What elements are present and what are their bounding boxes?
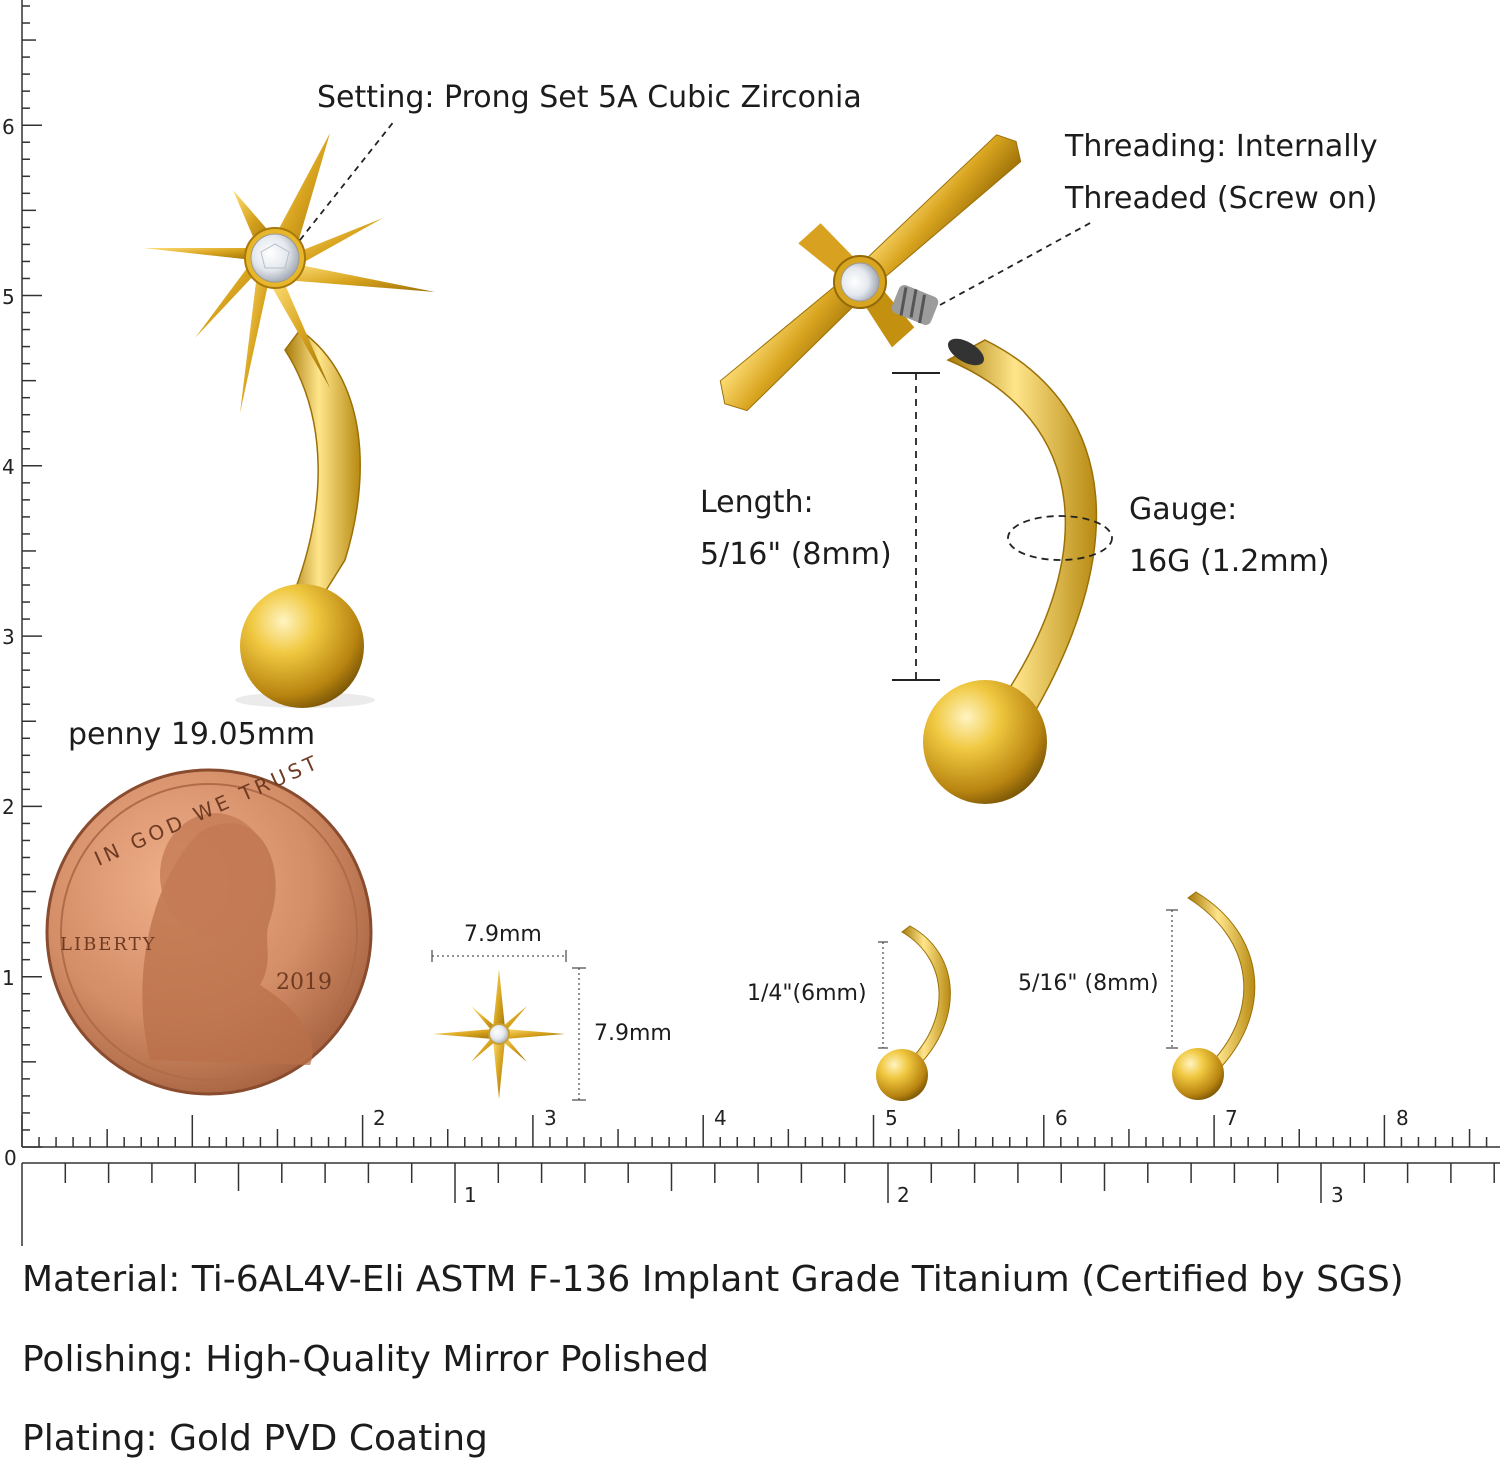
spec-polishing: Polishing: High-Quality Mirror Polished	[22, 1339, 709, 1380]
vruler-label-4: 4	[2, 455, 15, 479]
cm-label-5: 5	[885, 1106, 898, 1130]
length-callout-line2: 5/16" (8mm)	[700, 537, 892, 572]
ball-end	[240, 584, 364, 708]
vruler-label-1: 1	[2, 966, 15, 990]
coin-liberty: LIBERTY	[60, 934, 157, 955]
threading-callout-line1: Threading: Internally	[1065, 129, 1378, 164]
threaded-pin	[891, 285, 939, 325]
spec-plating: Plating: Gold PVD Coating	[22, 1418, 488, 1459]
vruler-label-3: 3	[2, 625, 15, 649]
gauge-callout-line2: 16G (1.2mm)	[1129, 544, 1330, 579]
mini-barbell-short	[876, 925, 951, 1101]
vruler-label-5: 5	[2, 285, 15, 309]
mini-star-width-label: 7.9mm	[464, 922, 542, 947]
cm-label-7: 7	[1225, 1106, 1238, 1130]
disassembled-top	[719, 134, 1093, 412]
vruler-label-2: 2	[2, 795, 15, 819]
mini-barbell-long	[1166, 891, 1256, 1100]
penny-coin	[45, 768, 373, 1096]
curved-barbell	[892, 338, 1113, 804]
horizontal-ruler-cm	[21, 1115, 1500, 1148]
horizontal-ruler-inch	[21, 1162, 1500, 1246]
setting-callout: Setting: Prong Set 5A Cubic Zirconia	[317, 80, 862, 115]
inch-label-2: 2	[897, 1183, 910, 1207]
gauge-callout-line1: Gauge:	[1129, 492, 1238, 527]
starburst-top	[143, 133, 435, 413]
inch-label-3: 3	[1331, 1183, 1344, 1207]
vertical-ruler	[21, 0, 42, 1148]
cm-label-8: 8	[1396, 1106, 1409, 1130]
ball-end	[923, 680, 1047, 804]
inch-label-1: 1	[464, 1183, 477, 1207]
mini-star	[433, 969, 565, 1099]
mini-bar-long-label: 5/16" (8mm)	[1018, 971, 1159, 996]
coin-year: 2019	[276, 970, 332, 995]
cm-label-3: 3	[544, 1106, 557, 1130]
length-callout-line1: Length:	[700, 485, 814, 520]
cm-label-6: 6	[1055, 1106, 1068, 1130]
penny-label: penny 19.05mm	[68, 717, 316, 752]
ruler-origin-label: 0	[4, 1146, 17, 1170]
mini-star-dimensions	[431, 950, 586, 1101]
spec-material: Material: Ti-6AL4V-Eli ASTM F-136 Implan…	[22, 1259, 1404, 1300]
vruler-label-6: 6	[2, 115, 15, 139]
cm-label-4: 4	[714, 1106, 727, 1130]
mini-star-height-label: 7.9mm	[594, 1021, 672, 1046]
cm-label-2: 2	[373, 1106, 386, 1130]
threading-callout-line2: Threaded (Screw on)	[1065, 181, 1378, 216]
assembled-eyebrow-ring	[143, 119, 435, 708]
mini-bar-short-label: 1/4"(6mm)	[747, 981, 867, 1006]
